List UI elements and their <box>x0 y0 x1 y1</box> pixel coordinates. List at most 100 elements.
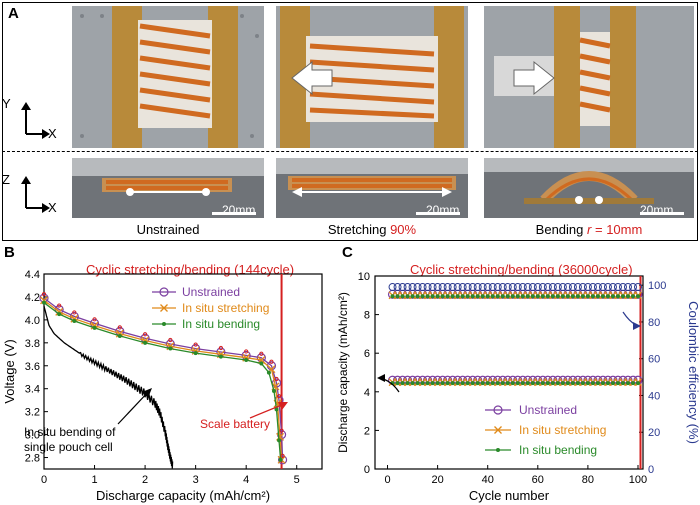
series-bending-upper-point-12 <box>450 294 455 299</box>
series-unstrained-line <box>43 297 284 460</box>
series-bending-point-31 <box>545 381 550 386</box>
series-stretching-point-1-b <box>55 307 64 316</box>
caption-stretching-value: 90% <box>390 222 417 237</box>
series-bending-point-6 <box>420 381 425 386</box>
unstrained-red-marker-4 <box>117 325 122 330</box>
unstrained-red-marker-8 <box>218 345 224 351</box>
unstrained-red-marker-1 <box>57 303 62 308</box>
series-efficiency-point-17 <box>473 283 482 292</box>
series-bending-upper-point-39 <box>585 294 590 299</box>
unstrained-red-marker-10 <box>259 351 264 356</box>
y2-tick-label-3: 60 <box>648 354 660 366</box>
photo-bending-side <box>484 158 694 218</box>
series-efficiency-point-16 <box>468 283 477 292</box>
series-bending-point-18 <box>480 381 485 386</box>
series-bending-point-2 <box>72 319 77 324</box>
series-bending-upper-point-34 <box>560 294 565 299</box>
series-efficiency-point-38 <box>578 283 587 292</box>
series-bending-upper-point-16 <box>470 294 475 299</box>
series-bending-point-20 <box>490 381 495 386</box>
series-efficiency-point-30 <box>538 283 547 292</box>
y-tick-label-2: 3.2 <box>25 407 40 419</box>
series-efficiency-point-2 <box>398 283 407 292</box>
unstrained-red-marker-11 <box>269 359 274 364</box>
unstrained-red-marker-3 <box>92 317 97 322</box>
series-efficiency-point-25 <box>513 283 522 292</box>
series-single-pouch-line <box>43 305 174 469</box>
unstrained-red-marker-5 <box>142 332 148 337</box>
y-axis-label: Discharge capacity (mAh/cm²) <box>336 292 350 453</box>
unstrained-red-marker-15 <box>280 453 285 458</box>
series-efficiency-point-21 <box>493 283 502 292</box>
y-tick-label-0: 2.8 <box>25 453 40 465</box>
series-bending-point-46 <box>620 381 625 386</box>
y-axis-label: Voltage (V) <box>2 339 17 403</box>
series-efficiency-point-9 <box>433 283 442 292</box>
series-efficiency-point-48 <box>628 283 637 292</box>
series-efficiency-point-49 <box>633 283 642 292</box>
series-bending-upper-point-33 <box>555 294 560 299</box>
scale-bar-label-3: 20mm <box>640 203 674 217</box>
series-efficiency-point-33 <box>553 283 562 292</box>
series-bending-upper-point-22 <box>500 294 505 299</box>
series-bending-upper-point-8 <box>430 294 435 299</box>
series-bending-upper-point-20 <box>490 294 495 299</box>
photo-stretching-top <box>276 6 468 148</box>
series-stretching-line <box>43 299 283 460</box>
x-tick-label-1: 1 <box>91 474 97 486</box>
series-efficiency-point-27 <box>523 283 532 292</box>
series-bending-upper-point-24 <box>510 294 515 299</box>
series-efficiency-point-0 <box>388 283 397 292</box>
series-efficiency-point-8 <box>428 283 437 292</box>
series-bending-upper-point-45 <box>615 294 620 299</box>
series-bending-point-10 <box>440 381 445 386</box>
series-bending-point-5 <box>143 340 148 345</box>
series-efficiency-point-47 <box>623 283 632 292</box>
unstrained-red-marker-7 <box>193 342 198 347</box>
series-stretching-point-1 <box>55 307 64 316</box>
panel-a-divider <box>2 151 698 152</box>
annotation-arrowhead-single <box>142 388 152 398</box>
series-bending-upper-point-25 <box>515 294 520 299</box>
series-efficiency-point-19 <box>483 283 492 292</box>
caption-stretching: Stretching 90% <box>276 222 468 237</box>
series-bending-point-9 <box>244 358 249 363</box>
series-bending-point-43 <box>605 381 610 386</box>
series-bending-upper-point-11 <box>445 294 450 299</box>
y-tick-label-2: 4 <box>364 387 370 399</box>
photo-unstrained-top <box>72 6 264 148</box>
axis-z-label: Z <box>2 172 10 187</box>
series-bending-point-33 <box>555 381 560 386</box>
series-bending-point-47 <box>625 381 630 386</box>
series-bending-point-36 <box>570 381 575 386</box>
unstrained-red-marker-6 <box>168 337 173 343</box>
series-bending-upper-point-30 <box>540 294 545 299</box>
photo-bending-top <box>484 6 694 148</box>
series-stretching-point-0 <box>40 296 48 305</box>
panel-b-title: Cyclic stretching/bending (144cycle) <box>86 262 295 277</box>
x-tick-label-3: 60 <box>532 474 544 486</box>
series-bending-point-1 <box>57 312 62 317</box>
series-efficiency-point-1 <box>393 283 402 292</box>
axis-x-label: X <box>48 126 57 141</box>
series-efficiency-point-20 <box>488 283 497 292</box>
series-bending-point-38 <box>580 381 585 386</box>
series-bending-upper-point-1 <box>395 294 400 299</box>
series-bending-upper-point-29 <box>535 294 540 299</box>
panel-a-frame <box>2 2 698 241</box>
series-bending-upper-point-0 <box>390 294 395 299</box>
series-efficiency-point-42 <box>598 283 607 292</box>
x-tick-label-1: 20 <box>431 474 443 486</box>
panel-b-letter: B <box>4 244 15 261</box>
series-bending-upper-point-37 <box>575 294 580 299</box>
series-bending-point-24 <box>510 381 515 386</box>
series-bending-upper-point-27 <box>525 294 530 299</box>
panel-c-title: Cyclic stretching/bending (36000cycle) <box>410 262 633 277</box>
series-efficiency-point-46 <box>618 283 627 292</box>
caption-bending: Bending r = 10mm <box>484 222 694 237</box>
x-tick-label-5: 5 <box>294 474 300 486</box>
photo-unstrained-side <box>72 158 264 218</box>
series-bending-point-10 <box>259 361 264 366</box>
